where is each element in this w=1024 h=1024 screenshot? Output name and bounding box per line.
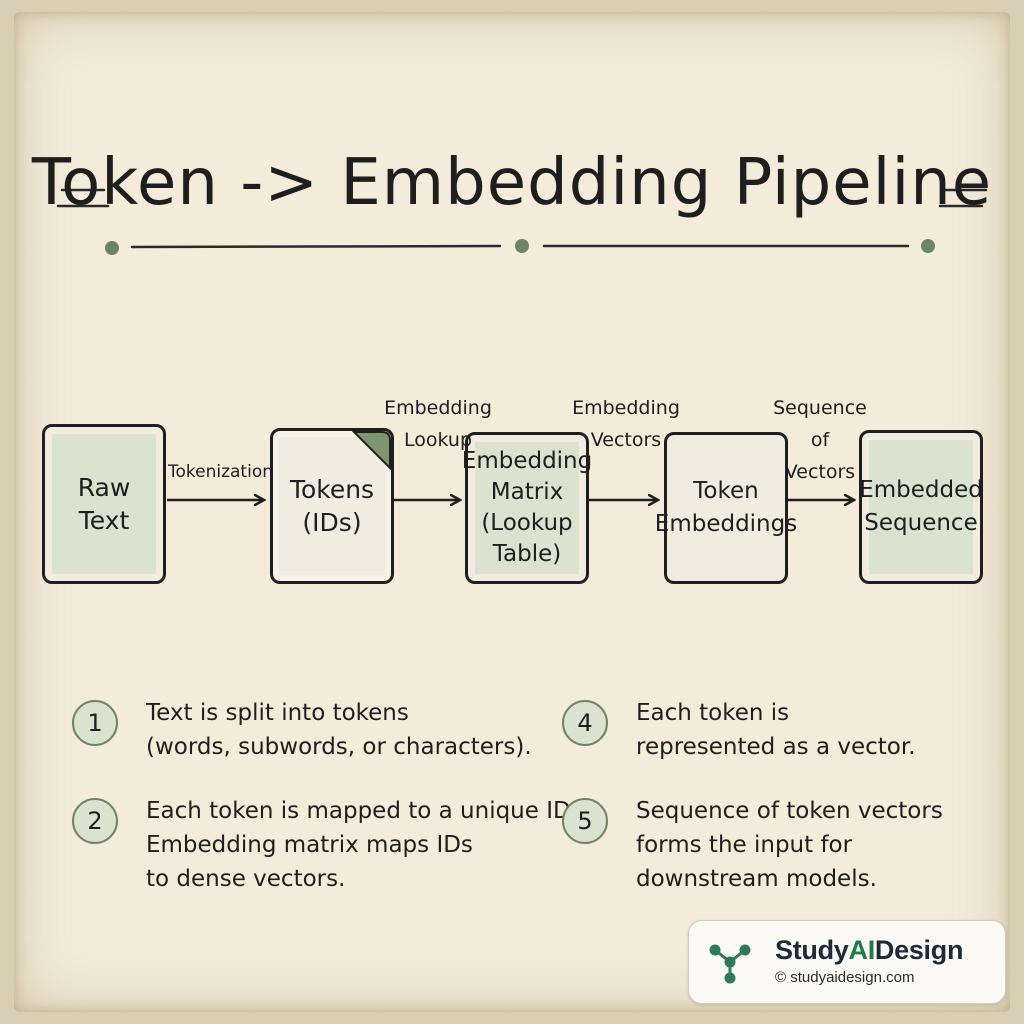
edge-label-embedding-vectors: Embedding Vectors (568, 392, 684, 456)
node-label-line: Tokens (289, 475, 375, 504)
step-description: Each token is represented as a vector. (636, 696, 916, 764)
node-embedding-matrix: Embedding Matrix (Lookup Table) (461, 432, 593, 584)
network-nodes-icon (709, 944, 751, 984)
node-token-embeddings: Token Embeddings (655, 432, 797, 584)
step-line: represented as a vector. (636, 734, 916, 760)
step-line: downstream models. (636, 866, 877, 892)
step-line: Embedding matrix maps IDs (146, 832, 473, 858)
edge-label-line: Lookup (403, 429, 473, 451)
edge-label-line: Vectors (784, 461, 856, 483)
edge-label-line: Embedding (572, 397, 680, 419)
node-label-line: Raw (77, 473, 131, 502)
edge-label-line: Vectors (590, 429, 662, 451)
step-description: Each token is mapped to a unique ID. Emb… (146, 794, 578, 896)
node-label-line: Embedding (461, 448, 593, 474)
step-line: Each token is (636, 700, 790, 726)
edge-label-line: Sequence (773, 397, 867, 419)
step-number-badge: 2 (72, 798, 118, 844)
step-line: forms the input for (636, 832, 853, 858)
step-description: Sequence of token vectors forms the inpu… (636, 794, 943, 896)
folded-corner-icon (352, 431, 391, 470)
node-label-line: Sequence (864, 510, 978, 536)
edge-label-line: Embedding (384, 397, 492, 419)
step-line: Sequence of token vectors (636, 798, 943, 824)
step-number-badge: 4 (562, 700, 608, 746)
step-number-badge: 5 (562, 798, 608, 844)
node-label-line: (Lookup (481, 510, 573, 536)
node-tokens-ids: Tokens (IDs) (270, 428, 394, 584)
node-label-line: Embedded (859, 477, 983, 503)
node-embedded-sequence: Embedded Sequence (859, 430, 983, 584)
title-decoration (56, 188, 988, 255)
edge-label-embedding-lookup: Embedding Lookup (380, 392, 496, 456)
brand-name-part: Study (775, 935, 849, 965)
edge-label-tokenization: Tokenization (168, 456, 273, 488)
node-label-line: Token (693, 478, 759, 504)
step-line: (words, subwords, or characters). (146, 734, 532, 760)
step-description: Text is split into tokens (words, subwor… (146, 696, 532, 764)
step-number-badge: 1 (72, 700, 118, 746)
flow-arrows (167, 0, 1024, 700)
brand-badge: StudyAIDesign © studyaidesign.com (688, 920, 1006, 1004)
step-line: Text is split into tokens (146, 700, 409, 726)
node-label-line: Table) (492, 541, 562, 567)
brand-name: StudyAIDesign (775, 935, 963, 966)
edge-label-line: Tokenization (168, 462, 273, 482)
diagram-title: Token -> Embedding Pipeline (31, 146, 993, 220)
step-line: to dense vectors. (146, 866, 346, 892)
brand-url: © studyaidesign.com (775, 969, 915, 986)
edge-label-line: of (810, 429, 830, 451)
node-label-line: Embeddings (654, 511, 798, 537)
node-label-line: Matrix (490, 479, 564, 505)
edge-label-sequence-of-vectors: Sequence of Vectors (770, 392, 870, 488)
step-line: Each token is mapped to a unique ID. (146, 798, 579, 824)
node-raw-text: Raw Text (42, 424, 166, 584)
brand-name-part: AI (848, 935, 876, 965)
node-label-line: (IDs) (302, 508, 362, 537)
node-label-line: Text (78, 506, 130, 535)
brand-name-part: Design (874, 935, 964, 965)
